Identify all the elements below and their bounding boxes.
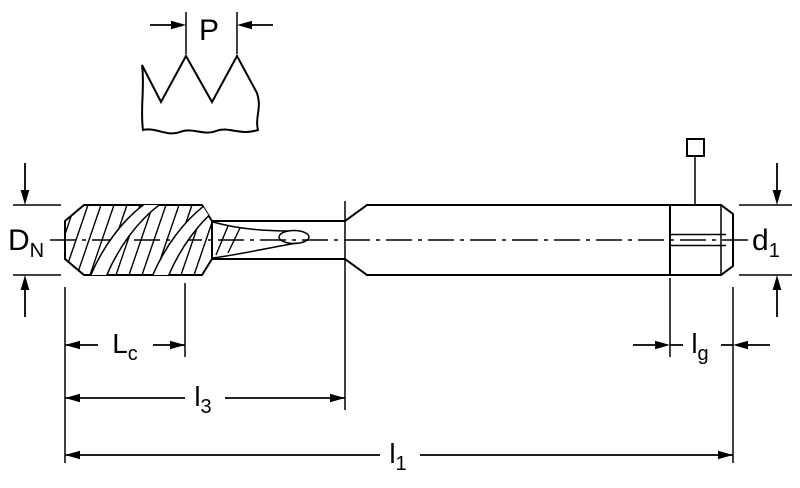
lc-label-bg: [98, 331, 153, 358]
lg-arrow-right-icon: [655, 340, 670, 350]
tap-neck: [211, 220, 346, 260]
neck-hatch-line: [227, 227, 241, 254]
dn-arrow-down-icon: [20, 190, 30, 205]
dimension-shank-diameter: d1: [739, 163, 792, 317]
shank-transition-bottom: [343, 257, 369, 277]
d1-arrow-down-icon: [772, 190, 782, 205]
dn-arrow-up-icon: [20, 275, 30, 290]
lc-arrow-left-icon: [65, 340, 80, 350]
dimension-square-length: lg: [633, 328, 770, 365]
lc-arrow-right-icon: [170, 340, 185, 350]
spiral-flute-band: [88, 205, 165, 275]
l3-label-bg: [185, 384, 225, 411]
square-end-symbol: [686, 138, 705, 204]
l1-arrow-left-icon: [65, 450, 80, 460]
l3-arrow-right-icon: [330, 393, 345, 403]
pitch-arrow-right-icon: [237, 20, 252, 30]
nominal-diameter-label: DN: [8, 224, 44, 262]
spiral-flutes: [88, 205, 212, 275]
dimension-chamfer-length: Lc: [65, 328, 185, 365]
l1-label-bg: [380, 441, 420, 468]
flute-runout-curve: [212, 242, 298, 259]
dimension-nominal-diameter: DN: [8, 163, 61, 317]
thread-length-label: l3: [194, 381, 211, 418]
square-drive-icon: [686, 138, 705, 157]
pitch-dimension: P: [150, 14, 273, 47]
flute-end-oval: [278, 229, 310, 245]
l3-arrow-left-icon: [65, 393, 80, 403]
thread-profile-detail: P: [141, 12, 273, 135]
dimension-thread-length: l3: [65, 381, 345, 418]
l1-arrow-right-icon: [718, 450, 733, 460]
tap-shank: [343, 203, 734, 277]
chamfer-length-label: Lc: [112, 328, 138, 365]
d1-arrow-up-icon: [772, 275, 782, 290]
spiral-flute-band: [150, 205, 212, 275]
pitch-arrow-left-icon: [171, 20, 186, 30]
lg-arrow-left-icon: [733, 340, 748, 350]
neck-hatch-line: [215, 225, 229, 256]
shank-transition-top: [343, 203, 369, 223]
overall-length-label: l1: [389, 438, 406, 475]
thread-profile-shape: [141, 53, 260, 135]
shank-diameter-label: d1: [752, 224, 780, 262]
lg-label-bg: [683, 331, 721, 358]
shank-outline: [366, 204, 734, 276]
tap-body: [64, 203, 734, 277]
tap-cutting-head: [64, 204, 213, 276]
dimension-overall-length: l1: [65, 438, 733, 475]
pitch-label: P: [199, 14, 219, 47]
square-length-label: lg: [691, 328, 708, 365]
flute-runout-curve: [212, 221, 289, 232]
